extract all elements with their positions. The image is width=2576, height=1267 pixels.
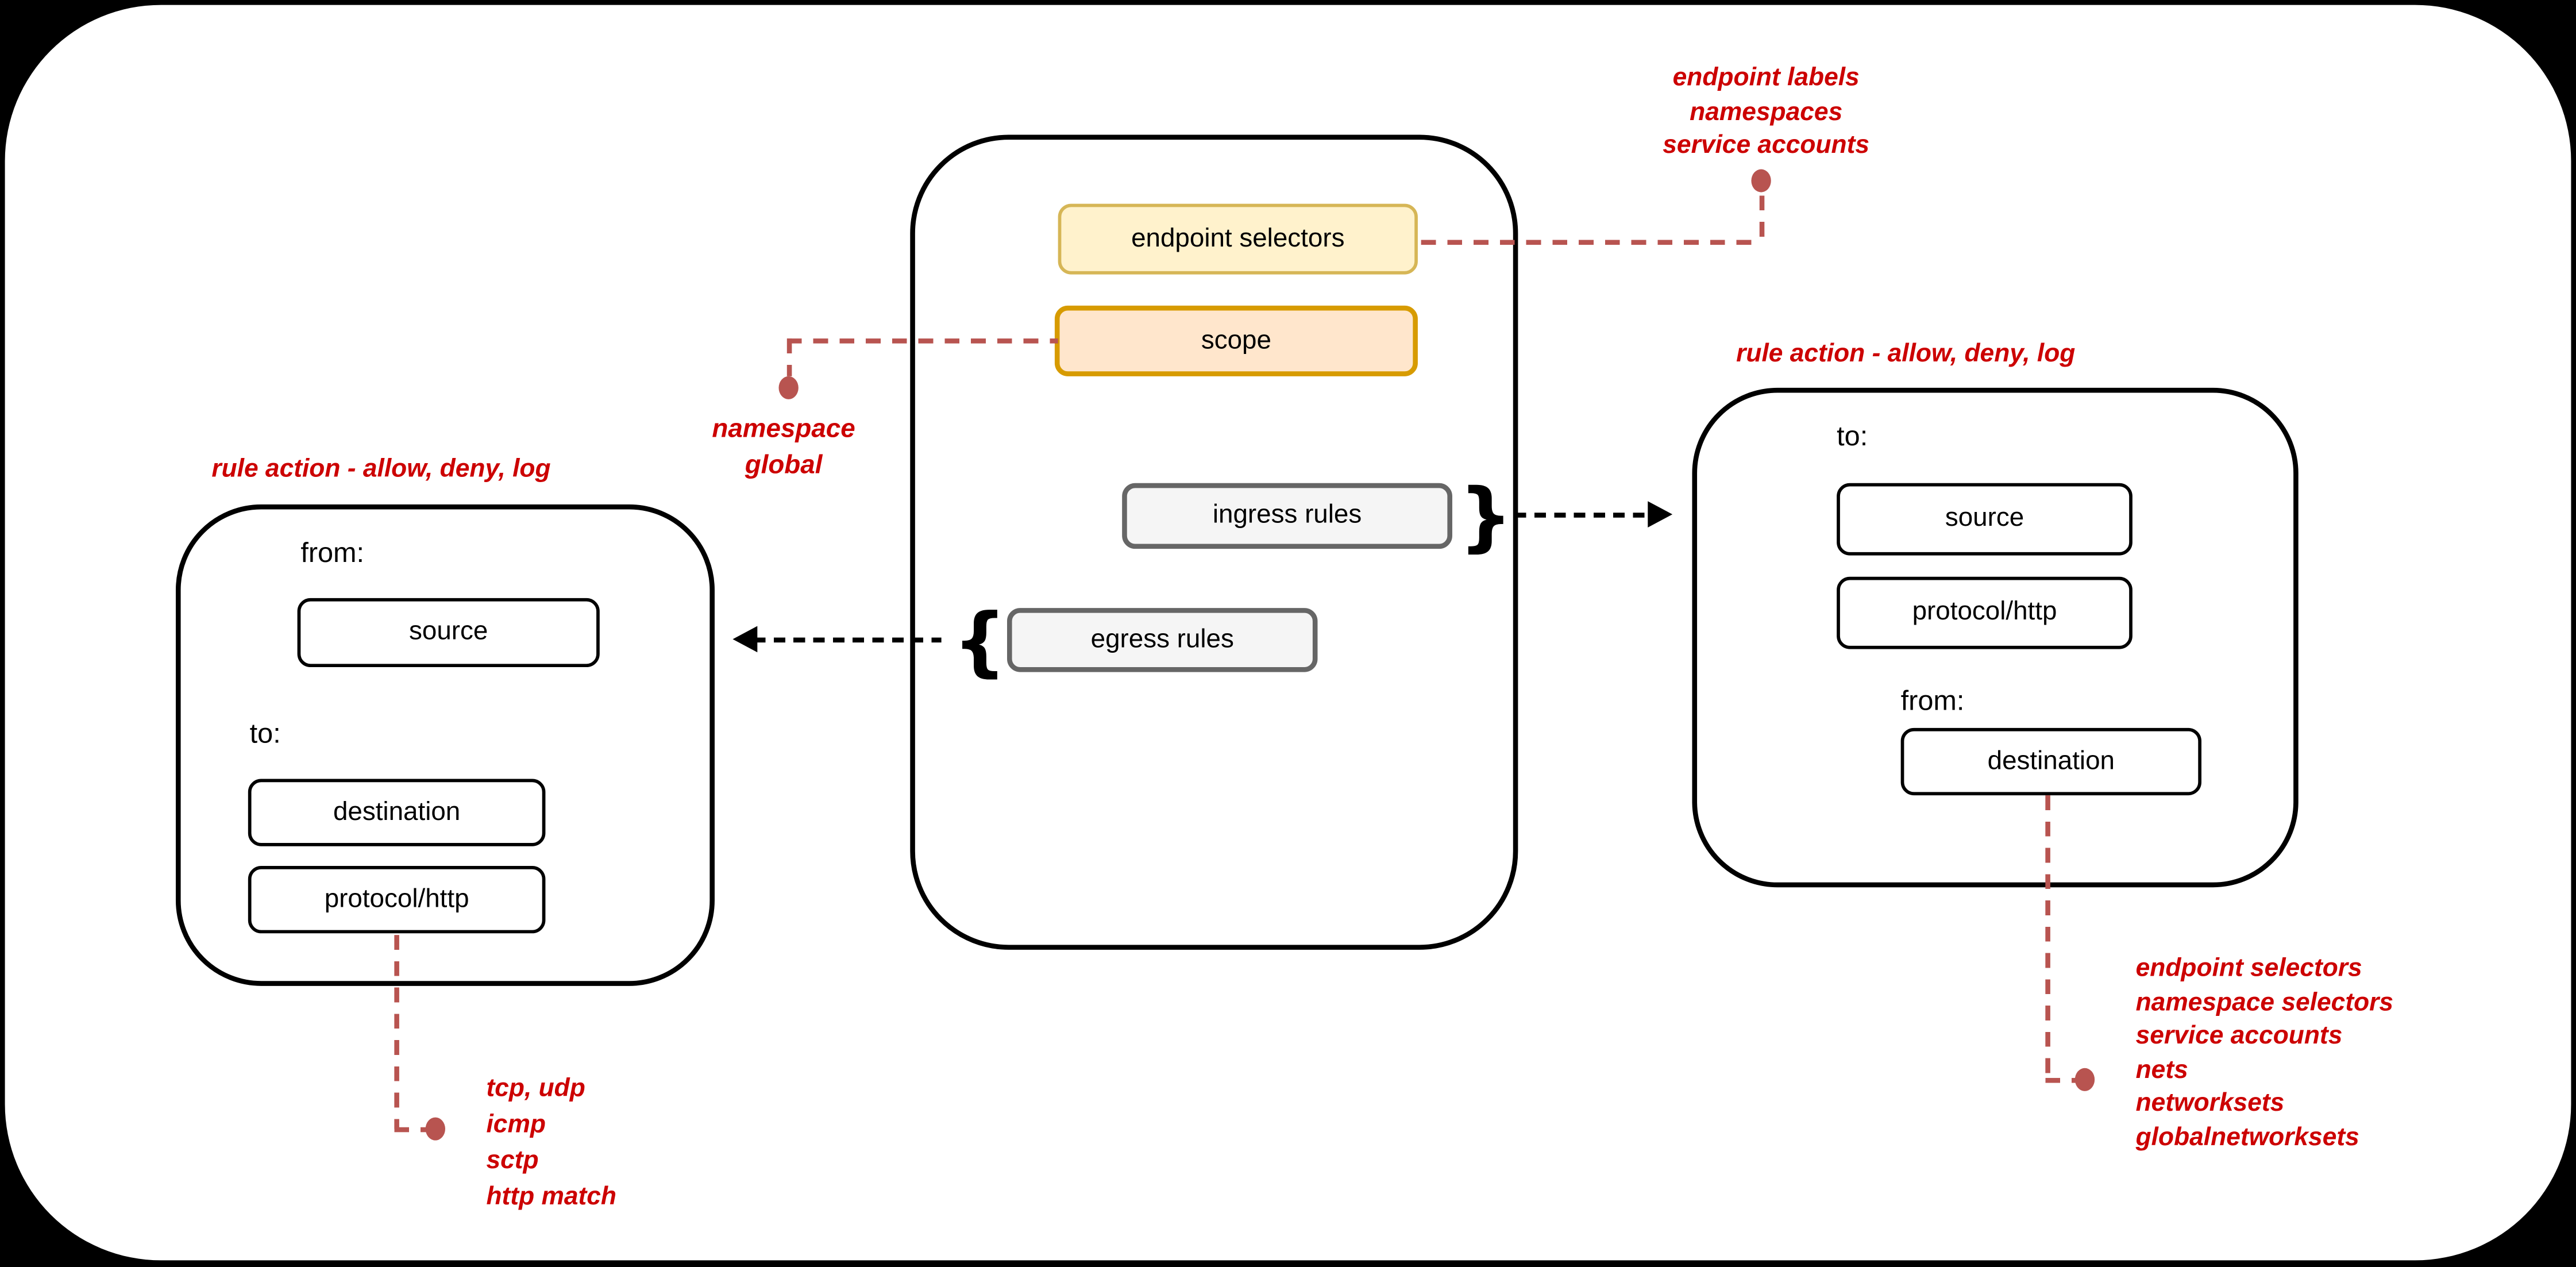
ingress-destination-node: destination bbox=[1900, 727, 2201, 796]
egress-protocol-node: protocol/http bbox=[248, 866, 546, 934]
annotation-line: endpoint selectors bbox=[2135, 954, 2362, 983]
egress-arrow-line bbox=[754, 637, 942, 643]
ingress-protocol-label: protocol/http bbox=[1912, 598, 2057, 626]
scope-connector-line bbox=[786, 338, 792, 376]
ingress-destination-label: destination bbox=[1987, 746, 2115, 775]
ingress-from-label: from: bbox=[1900, 685, 1965, 717]
annotation-line: namespace bbox=[712, 415, 855, 444]
policy-container bbox=[910, 134, 1518, 950]
endpoint-selectors-label: endpoint selectors bbox=[1131, 224, 1345, 252]
destination-connector-dot bbox=[2074, 1068, 2095, 1091]
endpoint-selector-values-annotation: endpoint labels namespaces service accou… bbox=[1594, 63, 1939, 164]
egress-destination-label: destination bbox=[333, 798, 461, 826]
egress-arrow-head-icon bbox=[732, 626, 758, 653]
protocol-connector-line bbox=[394, 1127, 427, 1133]
endpoint-selectors-connector-dot bbox=[1751, 169, 1771, 192]
egress-rules-node: egress rules bbox=[1007, 608, 1318, 672]
ingress-rules-node: ingress rules bbox=[1122, 483, 1452, 549]
endpoint-selectors-node: endpoint selectors bbox=[1058, 203, 1418, 275]
scope-values-annotation: namespace global bbox=[677, 413, 890, 485]
annotation-line: nets bbox=[2135, 1056, 2188, 1084]
ingress-brace-glyph: } bbox=[1459, 471, 1513, 561]
rule-action-right-annotation: rule action - allow, deny, log bbox=[1736, 340, 2076, 368]
ingress-arrow-line bbox=[1514, 513, 1653, 518]
ingress-source-node: source bbox=[1837, 483, 2132, 556]
egress-source-node: source bbox=[297, 598, 600, 668]
egress-to-label: to: bbox=[249, 718, 281, 750]
egress-from-label: from: bbox=[300, 537, 365, 569]
annotation-line: sctp bbox=[486, 1147, 539, 1175]
annotation-line: icmp bbox=[486, 1111, 546, 1139]
scope-connector-line bbox=[786, 338, 1058, 344]
annotation-line: http match bbox=[486, 1183, 617, 1211]
ingress-detail-container bbox=[1692, 387, 2299, 888]
egress-brace-glyph: { bbox=[952, 596, 1007, 686]
scope-label: scope bbox=[1201, 326, 1271, 355]
annotation-line: namespaces bbox=[1690, 98, 1843, 126]
destination-connector-line bbox=[2045, 1077, 2077, 1083]
protocol-values-annotation: tcp, udp icmp sctp http match bbox=[486, 1072, 616, 1216]
endpoint-selectors-connector-line bbox=[1759, 195, 1765, 242]
scope-connector-dot bbox=[778, 376, 799, 399]
protocol-connector-dot bbox=[425, 1117, 445, 1141]
annotation-line: service accounts bbox=[1663, 131, 1870, 160]
egress-protocol-label: protocol/http bbox=[324, 884, 469, 913]
annotation-line: service accounts bbox=[2135, 1022, 2343, 1050]
annotation-line: global bbox=[745, 452, 823, 480]
ingress-protocol-node: protocol/http bbox=[1837, 576, 2132, 649]
destination-connector-line bbox=[2045, 795, 2050, 1080]
annotation-line: namespace selectors bbox=[2135, 988, 2394, 1016]
egress-destination-node: destination bbox=[248, 779, 546, 846]
annotation-line: networksets bbox=[2135, 1089, 2285, 1118]
ingress-arrow-head-icon bbox=[1648, 501, 1673, 527]
annotation-line: tcp, udp bbox=[486, 1075, 585, 1103]
egress-rules-label: egress rules bbox=[1090, 625, 1234, 653]
scope-node: scope bbox=[1054, 305, 1418, 376]
egress-detail-container bbox=[175, 504, 715, 986]
annotation-line: globalnetworksets bbox=[2135, 1123, 2359, 1152]
endpoint-selectors-connector-line bbox=[1421, 240, 1763, 245]
ingress-to-label: to: bbox=[1837, 421, 1868, 452]
annotation-line: endpoint labels bbox=[1672, 64, 1860, 93]
rule-action-left-annotation: rule action - allow, deny, log bbox=[211, 455, 551, 483]
egress-source-label: source bbox=[409, 618, 488, 646]
ingress-source-label: source bbox=[1945, 504, 2024, 533]
protocol-connector-line bbox=[394, 935, 399, 1129]
ingress-rules-label: ingress rules bbox=[1212, 501, 1362, 529]
destination-values-annotation: endpoint selectors namespace selectors s… bbox=[2136, 953, 2393, 1156]
